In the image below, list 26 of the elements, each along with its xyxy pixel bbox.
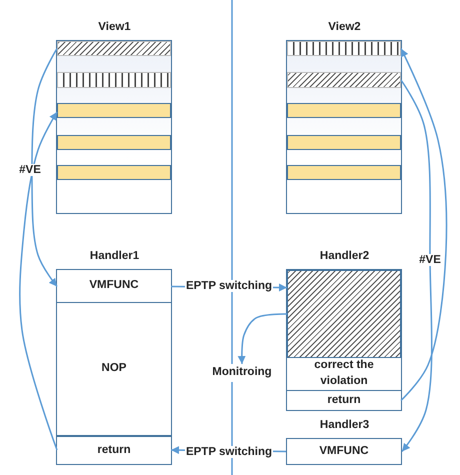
heading: Handler3: [318, 418, 370, 433]
heading: Handler2: [318, 249, 370, 264]
edge-label: EPTP switching: [184, 280, 274, 292]
arrow: [238, 313, 287, 364]
highlighted-bar: [57, 165, 171, 180]
heading: Handler1: [88, 249, 140, 264]
arrow: [400, 48, 448, 402]
arrow: [19, 112, 58, 450]
highlighted-bar: [287, 135, 401, 150]
hatched-box: [287, 270, 401, 358]
highlighted-bar: [57, 103, 171, 118]
edge-label: EPTP switching: [184, 446, 274, 458]
arrow: [400, 80, 432, 452]
instruction-text: VMFUNC: [318, 444, 370, 459]
striped-bar: [287, 41, 401, 56]
hatched-bar: [57, 41, 171, 56]
heading: View2: [327, 20, 362, 35]
arrow: [31, 48, 58, 287]
edge-label: #VE: [418, 254, 442, 266]
edge-label: #VE: [18, 164, 42, 176]
heading: View1: [97, 20, 132, 35]
highlighted-bar: [287, 165, 401, 180]
striped-bar: [57, 72, 171, 88]
highlighted-bar: [57, 135, 171, 150]
hatched-bar: [287, 72, 401, 88]
highlighted-bar: [287, 103, 401, 118]
